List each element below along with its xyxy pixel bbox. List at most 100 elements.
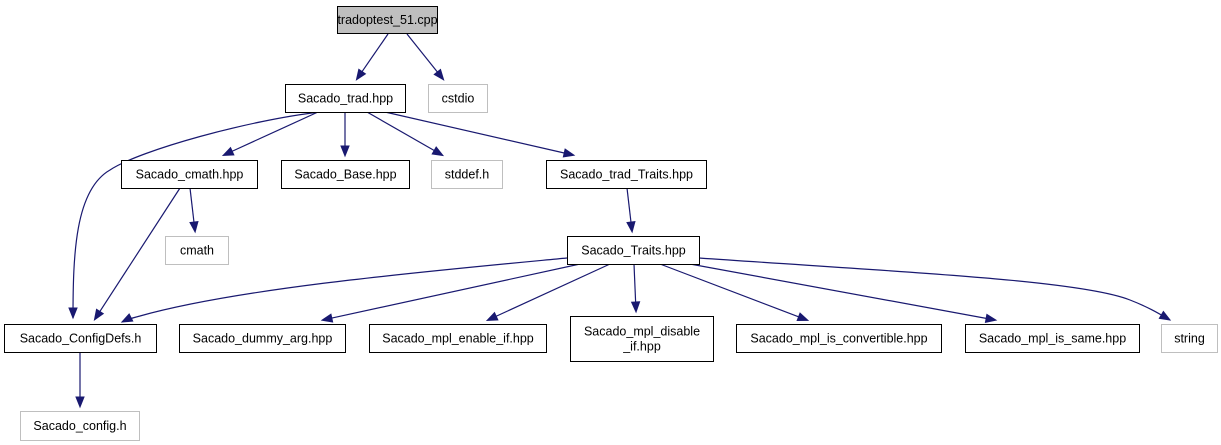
node-label: Sacado_mpl_enable_if.hpp	[382, 331, 534, 345]
node-label: stddef.h	[445, 167, 490, 181]
edge-sacado_trad-to-sacado_trad_traits	[384, 111, 576, 158]
edge-line	[698, 257, 1171, 321]
arrow-head	[93, 308, 105, 321]
edge-line	[189, 187, 195, 223]
node-label: Sacado_trad_Traits.hpp	[560, 167, 693, 181]
arrow-head	[68, 307, 78, 320]
node-sacado-mpl-is-same[interactable]: Sacado_mpl_is_same.hpp	[965, 324, 1140, 353]
node-label: cstdio	[442, 91, 475, 105]
node-sacado-trad-traits[interactable]: Sacado_trad_Traits.hpp	[546, 160, 707, 189]
arrow-head	[320, 313, 334, 323]
arrow-head	[562, 148, 576, 158]
node-stddef[interactable]: stddef.h	[431, 160, 503, 189]
arrow-head	[431, 146, 445, 157]
arrow-head	[340, 145, 350, 158]
node-sacado-traits[interactable]: Sacado_Traits.hpp	[567, 236, 700, 265]
node-box	[337, 6, 438, 34]
node-box	[179, 324, 346, 353]
node-sacado-cmath[interactable]: Sacado_cmath.hpp	[121, 160, 258, 189]
node-box	[20, 411, 140, 441]
edge-sacado_traits-to-sacado_dummy_arg	[320, 263, 581, 323]
node-sacado-trad[interactable]: Sacado_trad.hpp	[285, 84, 406, 113]
arrow-head	[75, 396, 85, 409]
node-sacado-mpl-is-convertible[interactable]: Sacado_mpl_is_convertible.hpp	[736, 324, 942, 353]
node-label: Sacado_mpl_is_convertible.hpp	[750, 331, 927, 345]
node-sacado-configdefs[interactable]: Sacado_ConfigDefs.h	[4, 324, 157, 353]
node-box	[121, 160, 258, 189]
edge-line	[659, 263, 799, 318]
arrow-head	[984, 313, 998, 323]
node-sacado-mpl-enable-if[interactable]: Sacado_mpl_enable_if.hpp	[369, 324, 547, 353]
node-label: Sacado_config.h	[33, 419, 126, 433]
node-box	[369, 324, 547, 353]
node-box	[965, 324, 1140, 353]
node-sacado-config[interactable]: Sacado_config.h	[20, 411, 140, 441]
node-sacado-mpl-disable-if[interactable]: Sacado_mpl_disable_if.hpp	[570, 316, 714, 362]
arrow-head	[120, 313, 134, 323]
edge-sacado_cmath-to-sacado_configdefs	[93, 187, 181, 321]
node-sacado-dummy-arg[interactable]: Sacado_dummy_arg.hpp	[179, 324, 346, 353]
arrow-head	[221, 146, 235, 156]
node-label: tradoptest_51.cpp	[337, 13, 437, 27]
node-label: Sacado_cmath.hpp	[136, 167, 244, 181]
edge-line	[689, 263, 987, 319]
node-label: Sacado_Traits.hpp	[581, 243, 686, 257]
arrow-head	[433, 68, 445, 81]
arrow-head	[189, 221, 199, 234]
node-string[interactable]: string	[1161, 324, 1218, 353]
edge-sacado_traits-to-sacado_configdefs	[120, 257, 568, 323]
edge-sacado_trad-to-sacado_configdefs	[68, 111, 321, 320]
node-box	[281, 160, 410, 189]
node-cmath[interactable]: cmath	[165, 236, 229, 265]
node-label: cmath	[180, 243, 214, 257]
edge-sacado_trad-to-sacado_cmath	[221, 111, 319, 156]
edge-sacado_traits-to-string	[698, 257, 1172, 321]
node-sacado-base[interactable]: Sacado_Base.hpp	[281, 160, 410, 189]
node-box	[546, 160, 707, 189]
edge-line	[72, 111, 321, 319]
edge-line	[633, 263, 637, 303]
node-box	[567, 236, 700, 265]
edge-sacado_traits-to-sacado_mpl_enable_if	[485, 263, 611, 321]
node-label: Sacado_dummy_arg.hpp	[193, 331, 333, 345]
node-box	[570, 316, 714, 362]
node-label: string	[1174, 331, 1205, 345]
edge-tradoptest-to-sacado_trad	[355, 33, 389, 81]
edge-line	[406, 33, 438, 73]
edge-line	[121, 257, 568, 323]
arrow-head	[1158, 310, 1172, 321]
node-box	[285, 84, 406, 113]
node-box	[1161, 324, 1218, 353]
edge-line	[99, 187, 181, 312]
arrow-head	[626, 221, 636, 234]
edge-line	[495, 263, 611, 317]
edge-tradoptest-to-cstdio	[406, 33, 445, 81]
edges-layer	[68, 33, 1172, 409]
node-tradoptest[interactable]: tradoptest_51.cpp	[337, 6, 438, 34]
arrow-head	[355, 68, 367, 81]
node-box	[165, 236, 229, 265]
edge-line	[626, 187, 632, 223]
edge-sacado_configdefs-to-sacado_config	[75, 352, 85, 409]
edge-sacado_traits-to-sacado_mpl_is_same	[689, 263, 998, 323]
edge-line	[331, 263, 581, 319]
edge-sacado_trad-to-sacado_base	[340, 112, 350, 158]
node-box	[4, 324, 157, 353]
node-label: Sacado_Base.hpp	[294, 167, 396, 181]
node-label: Sacado_ConfigDefs.h	[20, 331, 142, 345]
node-label: Sacado_trad.hpp	[298, 91, 393, 105]
edge-sacado_trad-to-stddef	[366, 111, 445, 157]
edge-sacado_cmath-to-cmath	[189, 187, 199, 234]
edge-sacado_traits-to-sacado_mpl_disable_if	[630, 263, 641, 314]
node-box	[431, 160, 503, 189]
node-box	[736, 324, 942, 353]
node-cstdio[interactable]: cstdio	[428, 84, 488, 113]
arrow-head	[630, 301, 641, 314]
edge-line	[366, 111, 435, 152]
node-label: Sacado_mpl_disable	[584, 324, 700, 338]
node-label: _if.hpp	[622, 339, 661, 353]
edge-sacado_trad_traits-to-sacado_traits	[626, 187, 636, 234]
edge-line	[384, 111, 565, 154]
